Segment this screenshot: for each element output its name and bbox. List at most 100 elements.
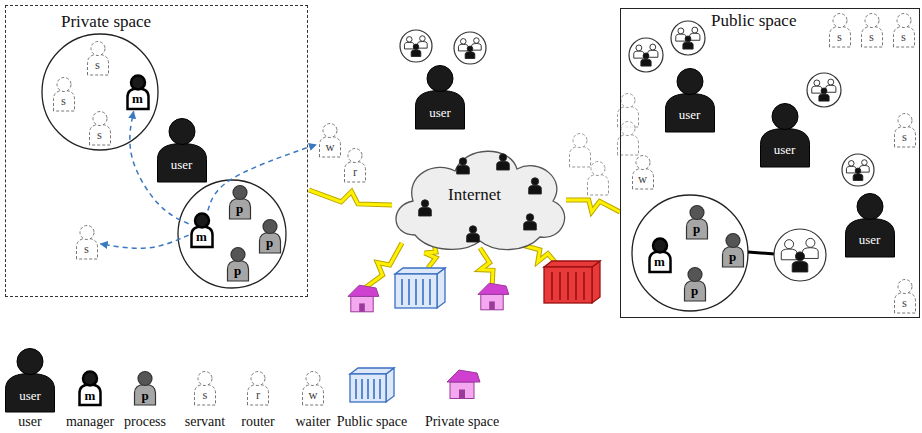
tiny-head bbox=[795, 252, 804, 261]
figure-letter: s bbox=[837, 31, 842, 45]
group-outline bbox=[807, 73, 841, 107]
legend-sample: r bbox=[246, 370, 270, 406]
group-circle bbox=[807, 73, 841, 107]
figure-letter: s bbox=[203, 389, 208, 403]
server-column bbox=[401, 279, 403, 305]
figure-head bbox=[636, 155, 650, 169]
figure-body bbox=[6, 374, 55, 413]
house-icon bbox=[348, 285, 379, 312]
bolt-core bbox=[566, 200, 620, 212]
tiny-body bbox=[524, 221, 537, 230]
server-front bbox=[350, 374, 386, 402]
tiny-head bbox=[407, 37, 413, 43]
worker-figure: p bbox=[228, 184, 252, 220]
helper-figure: s bbox=[892, 12, 916, 48]
dispatch-arrow bbox=[100, 235, 188, 248]
figure-body bbox=[345, 162, 366, 183]
tiny-head bbox=[814, 80, 820, 86]
tiny-head bbox=[862, 160, 868, 166]
idle-figure bbox=[588, 162, 609, 196]
figure-outline bbox=[414, 64, 466, 130]
server-top bbox=[350, 368, 394, 374]
legend-text: process bbox=[124, 414, 166, 429]
lead-figure: m bbox=[190, 212, 214, 248]
group-outline bbox=[629, 38, 663, 72]
group-circle bbox=[629, 38, 663, 72]
server-column bbox=[408, 279, 410, 305]
figure-body bbox=[195, 385, 216, 406]
worker-figure: p bbox=[226, 246, 250, 282]
bolt-outline bbox=[309, 190, 392, 205]
legend-sample: m bbox=[78, 370, 102, 406]
worker-figure: p bbox=[258, 218, 282, 254]
tiny-head bbox=[849, 161, 855, 167]
group-circle bbox=[454, 32, 486, 64]
figure-head bbox=[57, 77, 71, 91]
figure-body bbox=[53, 90, 74, 111]
server-column bbox=[567, 272, 569, 300]
tiny-body bbox=[457, 165, 470, 174]
group-outline bbox=[671, 21, 705, 55]
tiny-head bbox=[828, 79, 834, 85]
figure-body bbox=[894, 126, 915, 147]
figure-letter: s bbox=[95, 59, 100, 73]
tiny-body bbox=[404, 42, 414, 49]
tiny-head bbox=[692, 27, 698, 33]
figure-head bbox=[726, 233, 740, 247]
server-side bbox=[437, 268, 445, 308]
figure-body bbox=[588, 175, 609, 196]
figure-letter: s bbox=[902, 297, 907, 311]
tiny-head bbox=[821, 88, 827, 94]
cloud-label: Internet bbox=[448, 186, 501, 205]
helper-figure: s bbox=[893, 278, 917, 314]
figure-letter: p bbox=[234, 264, 241, 278]
server-column bbox=[373, 379, 375, 399]
group-circle bbox=[42, 34, 158, 150]
helper-figure: s bbox=[86, 40, 110, 76]
wireless-bolt bbox=[309, 190, 392, 205]
tiny-body bbox=[419, 207, 432, 216]
figure-body bbox=[76, 238, 97, 259]
server-column bbox=[422, 279, 424, 305]
tiny-body bbox=[781, 249, 797, 260]
house-roof bbox=[348, 285, 379, 296]
server-column bbox=[367, 379, 369, 399]
figure-head bbox=[251, 372, 265, 386]
figure-body bbox=[665, 93, 714, 132]
figure-outline bbox=[156, 117, 208, 183]
region-title: Private space bbox=[61, 13, 151, 32]
figure-letter: p bbox=[693, 222, 700, 236]
tiny-head bbox=[413, 44, 419, 50]
space-region: Private spacesssmusermppps bbox=[5, 5, 308, 297]
figure-letter: r bbox=[353, 166, 357, 180]
network-cloud: Internet bbox=[385, 135, 570, 255]
legend-text: waiter bbox=[296, 414, 331, 429]
figure-letter: s bbox=[869, 31, 874, 45]
figure-head bbox=[323, 124, 337, 138]
helper-figure: s bbox=[893, 112, 917, 148]
figure-head bbox=[865, 13, 879, 27]
idle-figure bbox=[570, 134, 591, 168]
server-column bbox=[415, 279, 417, 305]
figure-body bbox=[135, 385, 156, 406]
figure-outline bbox=[759, 102, 811, 168]
group-circle bbox=[632, 195, 748, 311]
legend-text: Public space bbox=[337, 414, 407, 429]
server-icon bbox=[350, 368, 394, 402]
tiny-body bbox=[465, 52, 475, 59]
tiny-body bbox=[803, 248, 819, 259]
figure-head bbox=[263, 219, 277, 233]
server-front bbox=[544, 267, 592, 303]
house-wall bbox=[351, 296, 373, 311]
figure-outline bbox=[664, 67, 716, 133]
figure-body bbox=[684, 280, 705, 301]
figure-head bbox=[195, 213, 209, 227]
tiny-head bbox=[678, 28, 684, 34]
house-roof bbox=[478, 283, 509, 294]
tiny-head bbox=[643, 53, 649, 59]
house-door bbox=[489, 301, 495, 309]
legend-item: Private space bbox=[402, 412, 522, 430]
host-figure: w bbox=[318, 122, 342, 158]
server-icon bbox=[544, 261, 600, 303]
figure-letter: user bbox=[429, 106, 451, 120]
